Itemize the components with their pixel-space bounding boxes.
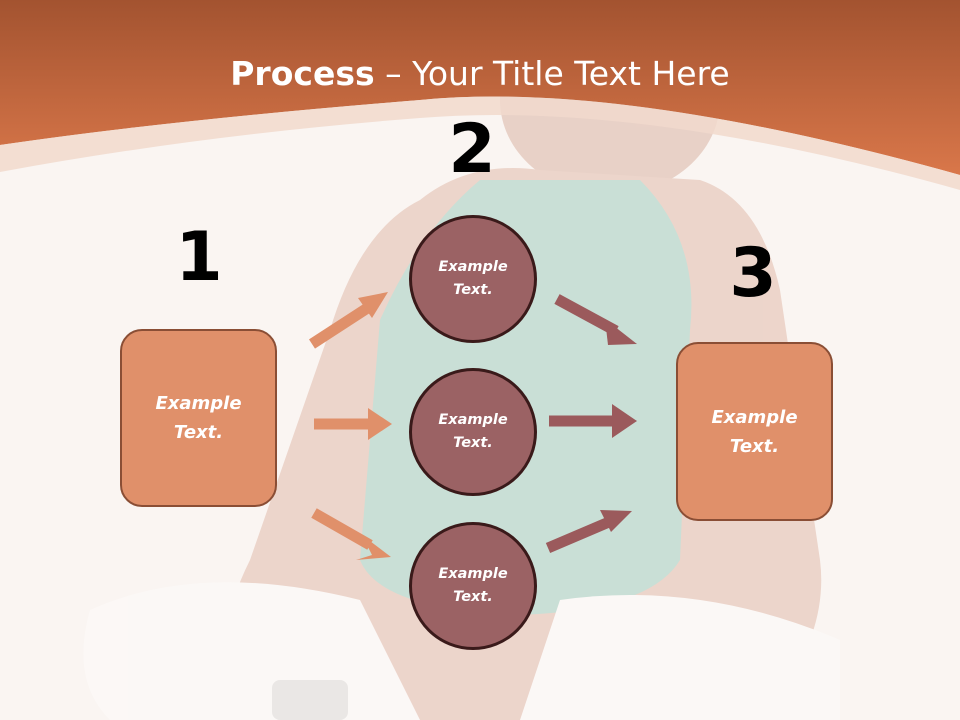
- arrow-right-2: [549, 404, 637, 438]
- arrow-up-right-2: [545, 510, 632, 554]
- middle-node-2: Example Text.: [409, 368, 537, 496]
- title-rest: – Your Title Text Here: [374, 54, 730, 93]
- arrows-left: [309, 292, 392, 560]
- step-number-2: 2: [448, 110, 496, 189]
- middle-node-3: Example Text.: [409, 522, 537, 650]
- step-number-1: 1: [175, 218, 223, 297]
- header-swoosh: [0, 96, 960, 190]
- middle-node-1: Example Text.: [409, 215, 537, 343]
- step-1-text: Example Text.: [155, 393, 242, 443]
- middle-node-2-text: Example Text.: [438, 412, 508, 451]
- header-band: [0, 0, 960, 175]
- arrow-down-right-1: [311, 508, 391, 560]
- step-3-box: Example Text.: [676, 342, 833, 521]
- page-title: Process – Your Title Text Here: [0, 52, 960, 96]
- step-number-3: 3: [729, 234, 777, 313]
- step-3-text: Example Text.: [711, 406, 798, 457]
- title-bold: Process: [230, 54, 375, 93]
- middle-node-1-text: Example Text.: [438, 259, 508, 298]
- middle-node-3-text: Example Text.: [438, 566, 508, 605]
- arrows-right: [545, 294, 637, 554]
- step-1-box: Example Text.: [120, 329, 277, 507]
- arrow-down-right-2: [554, 294, 637, 345]
- arrow-right-1: [314, 408, 392, 440]
- arrow-up-right-1: [309, 292, 388, 349]
